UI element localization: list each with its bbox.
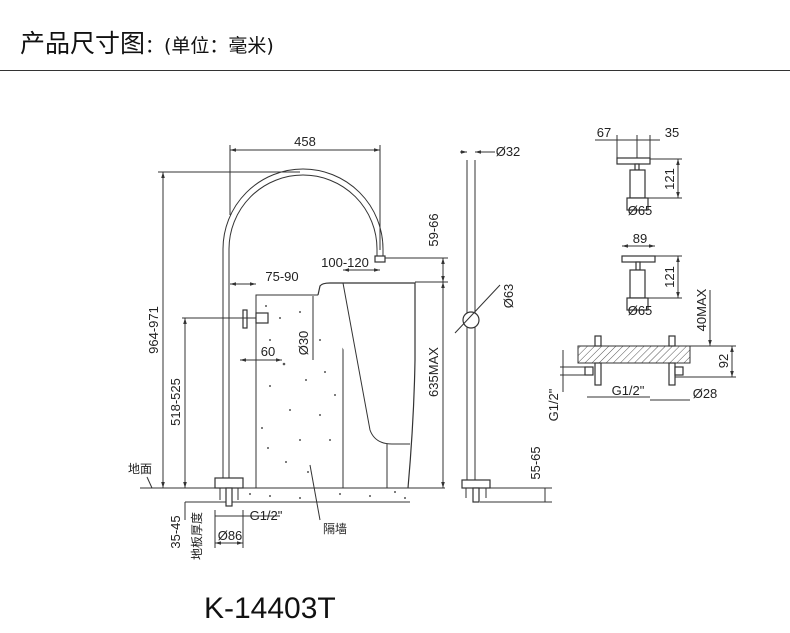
dim-35-45: 35-45 bbox=[168, 515, 183, 548]
dim-458: 458 bbox=[294, 134, 316, 149]
dim-518-525: 518-525 bbox=[168, 378, 183, 426]
dim-121-b: 121 bbox=[662, 266, 677, 288]
dim-89: 89 bbox=[633, 231, 647, 246]
title-main: 产品尺寸图 bbox=[20, 29, 146, 58]
spout-nozzle bbox=[374, 255, 386, 263]
side-handle bbox=[462, 311, 480, 329]
dim-dia-28: Ø28 bbox=[693, 386, 718, 401]
dim-40max: 40MAX bbox=[694, 288, 709, 331]
dim-92: 92 bbox=[716, 354, 731, 368]
concrete-texture bbox=[249, 305, 406, 499]
detail-views: 67 35 121 Ø65 89 121 Ø65 40MAX 92 G1/2" … bbox=[546, 125, 736, 421]
dim-121-a: 121 bbox=[662, 168, 677, 190]
partition-wall bbox=[255, 294, 344, 489]
spout-pipe bbox=[223, 169, 383, 480]
dim-dia-63: Ø63 bbox=[501, 284, 516, 309]
floor-label: 地面 bbox=[128, 462, 152, 476]
title-divider bbox=[0, 70, 790, 71]
basin-outline bbox=[317, 282, 416, 489]
dim-67: 67 bbox=[597, 125, 611, 140]
dim-59-66: 59-66 bbox=[426, 213, 441, 246]
dim-60: 60 bbox=[261, 344, 275, 359]
wall-label: 隔墙 bbox=[323, 522, 347, 536]
dim-35: 35 bbox=[665, 125, 679, 140]
dim-dia-65-b: Ø65 bbox=[628, 303, 653, 318]
model-number: K-14403T bbox=[204, 592, 336, 625]
page-title: 产品尺寸图：(单位：毫米) bbox=[20, 24, 274, 60]
dim-dia-30: Ø30 bbox=[296, 331, 311, 356]
dim-75-90: 75-90 bbox=[265, 269, 298, 284]
dim-964-971: 964-971 bbox=[146, 306, 161, 354]
mounting-slab bbox=[577, 345, 691, 364]
basin-inner bbox=[342, 282, 410, 445]
dim-thread: G1/2" bbox=[250, 508, 283, 523]
dim-thread-horizontal: G1/2" bbox=[612, 383, 645, 398]
dim-635max: 635MAX bbox=[426, 347, 441, 397]
dim-dia-65-a: Ø65 bbox=[628, 203, 653, 218]
dim-100-120: 100-120 bbox=[321, 255, 369, 270]
dim-thread-vertical: G1/2" bbox=[546, 388, 561, 421]
dim-55-65: 55-65 bbox=[528, 446, 543, 479]
floor-thickness-label: 地板厚度 bbox=[189, 512, 204, 560]
side-view: Ø32 Ø63 55-65 bbox=[454, 144, 552, 503]
unit-note: ：(单位：毫米) bbox=[145, 35, 274, 57]
faucet-base bbox=[214, 477, 244, 489]
dim-dia-86: Ø86 bbox=[218, 528, 243, 543]
dim-dia-32: Ø32 bbox=[496, 144, 521, 159]
front-view: 458 964-971 518-525 59-66 100-120 75-90 … bbox=[128, 134, 448, 560]
